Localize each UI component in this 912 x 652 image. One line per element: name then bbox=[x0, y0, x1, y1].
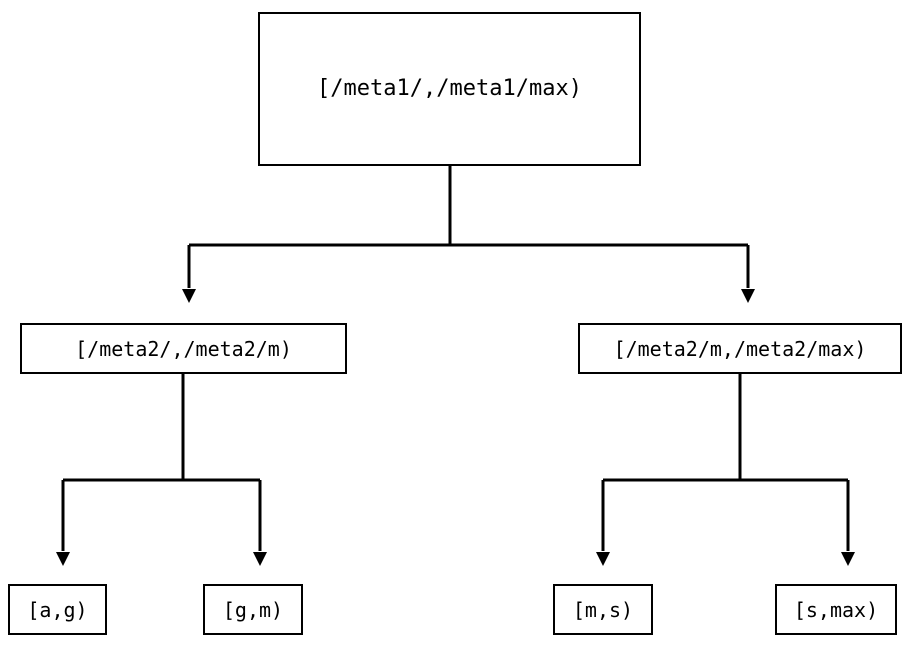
node-leaf-2: [g,m) bbox=[203, 584, 303, 635]
node-leaf-3: [m,s) bbox=[553, 584, 653, 635]
node-root: [/meta1/,/meta1/max) bbox=[258, 12, 641, 166]
edge-root-to-mid-left bbox=[187, 166, 748, 288]
arrowhead-icon-mid-left bbox=[182, 289, 196, 303]
node-mid-left-label: [/meta2/,/meta2/m) bbox=[75, 336, 292, 361]
node-leaf-2-label: [g,m) bbox=[222, 597, 284, 622]
arrowhead-icon-leaf-1 bbox=[56, 552, 70, 566]
arrowhead-icon-leaf-2 bbox=[253, 552, 267, 566]
node-leaf-3-label: [m,s) bbox=[572, 597, 634, 622]
arrowhead-icon-leaf-3 bbox=[596, 552, 610, 566]
node-mid-right-label: [/meta2/m,/meta2/max) bbox=[613, 336, 867, 361]
node-mid-right: [/meta2/m,/meta2/max) bbox=[578, 323, 902, 374]
node-root-label: [/meta1/,/meta1/max) bbox=[317, 76, 582, 101]
arrowhead-icon-leaf-4 bbox=[841, 552, 855, 566]
edge-midright-to-leaf3 bbox=[601, 374, 848, 551]
node-leaf-4: [s,max) bbox=[775, 584, 897, 635]
edge-midleft-to-leaf1 bbox=[61, 374, 260, 551]
node-leaf-1: [a,g) bbox=[8, 584, 107, 635]
arrowhead-icon-mid-right bbox=[741, 289, 755, 303]
node-leaf-1-label: [a,g) bbox=[27, 597, 88, 622]
node-leaf-4-label: [s,max) bbox=[793, 597, 879, 622]
node-mid-left: [/meta2/,/meta2/m) bbox=[20, 323, 347, 374]
